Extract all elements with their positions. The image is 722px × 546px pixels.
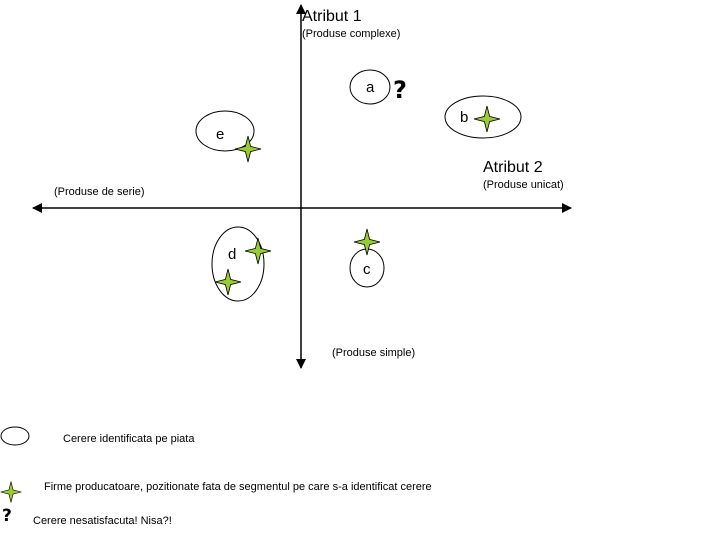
segment-e-label: e — [216, 126, 225, 143]
legend-question-text: Cerere nesatisfacuta! Nisa?! — [33, 515, 172, 527]
legend-question-icon: ? — [2, 506, 12, 526]
vertical-axis-title: Atribut 1 — [302, 8, 362, 25]
firm-star-icon — [234, 135, 262, 163]
legend-star-text: Firme producatoare, pozitionate fata de … — [44, 481, 432, 493]
segment-e-ellipse — [195, 110, 255, 152]
legend-ellipse-text: Cerere identificata pe piata — [63, 433, 195, 445]
legend-ellipse-icon — [0, 426, 30, 446]
segment-b-ellipse — [444, 95, 522, 139]
firm-star-icon — [214, 268, 242, 296]
legend-star-icon — [0, 481, 22, 503]
segment-d-label: d — [228, 246, 237, 263]
segment-a-ellipse — [349, 69, 391, 105]
vertical-axis-bottom-label: (Produse simple) — [332, 347, 416, 359]
segment-d-ellipse — [211, 226, 265, 302]
horizontal-axis-left-label: (Produse de serie) — [54, 186, 145, 198]
horizontal-axis-title: Atribut 2 — [483, 159, 543, 176]
horizontal-axis-right-label: (Produse unicat) — [483, 179, 564, 191]
segment-a-label: a — [366, 79, 375, 96]
segment-c-label: c — [363, 261, 371, 278]
vertical-axis-top-label: (Produse complexe) — [302, 28, 401, 40]
firm-star-icon — [473, 105, 501, 133]
firm-star-icon — [244, 237, 272, 265]
firm-star-icon — [353, 228, 381, 256]
segment-b-label: b — [460, 109, 469, 126]
unmet-demand-question-icon: ? — [393, 76, 407, 104]
